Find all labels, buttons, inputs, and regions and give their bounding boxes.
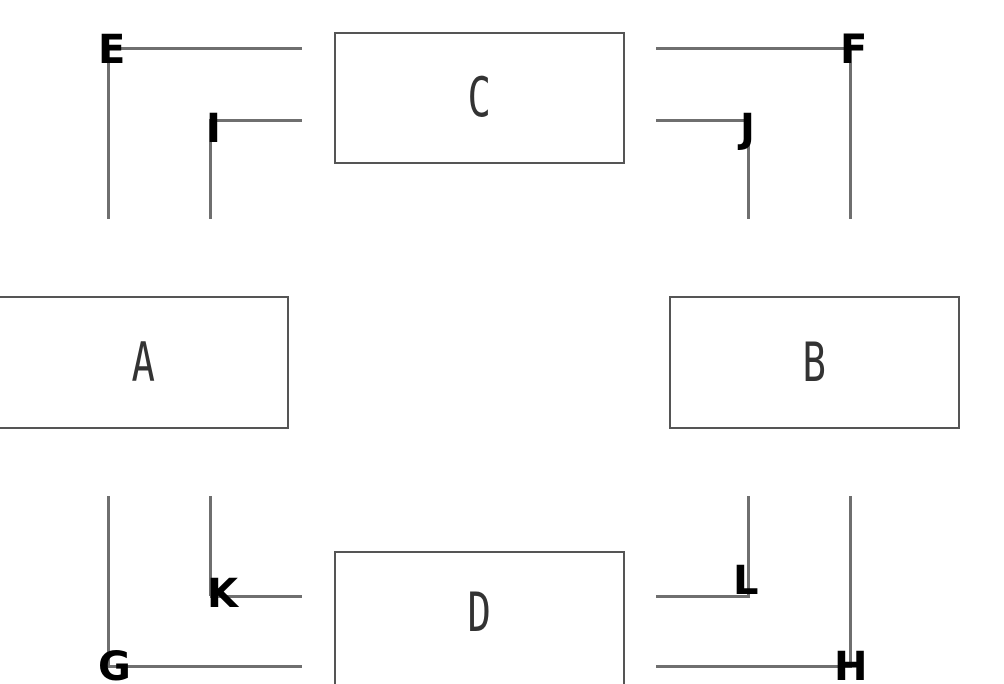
line-h-vertical (849, 496, 852, 667)
line-g-horizontal (108, 665, 302, 668)
point-label-h: H (834, 644, 868, 684)
box-a-label: A (131, 330, 155, 394)
box-c: C (334, 32, 625, 164)
line-j-vertical (747, 119, 750, 219)
line-e-vertical (107, 47, 110, 219)
point-label-f: F (840, 27, 868, 73)
point-label-l: L (733, 558, 759, 604)
box-b: B (669, 296, 960, 429)
line-j-horizontal (656, 119, 750, 122)
box-a: A (0, 296, 289, 429)
point-label-k: K (207, 571, 238, 617)
box-d-label: D (467, 581, 492, 644)
line-i-horizontal (210, 119, 302, 122)
line-k-vertical (209, 496, 212, 596)
line-h-horizontal (656, 665, 852, 668)
box-d: D (334, 551, 625, 684)
line-i-vertical (209, 119, 212, 219)
line-l-vertical (747, 496, 750, 596)
point-label-e: E (98, 27, 126, 73)
box-b-label: B (802, 330, 827, 394)
line-f-horizontal (656, 47, 852, 50)
point-label-i: I (206, 106, 221, 152)
line-k-horizontal (210, 595, 302, 598)
box-c-label: C (467, 66, 492, 129)
line-e-horizontal (108, 47, 302, 50)
point-label-g: G (98, 644, 131, 684)
line-g-vertical (107, 496, 110, 667)
line-f-vertical (849, 47, 852, 219)
line-l-horizontal (656, 595, 750, 598)
point-label-j: J (740, 106, 755, 152)
